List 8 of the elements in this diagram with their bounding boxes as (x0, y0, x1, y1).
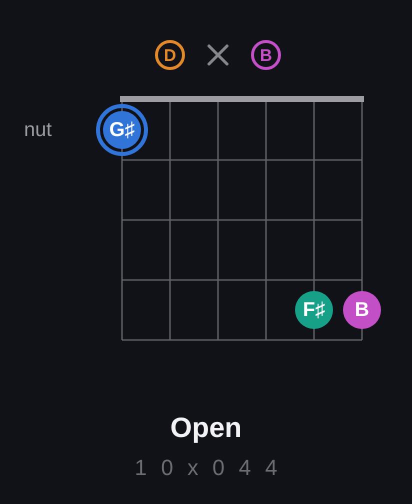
root-note-marker: G♯ (96, 104, 148, 156)
fret-numbers: 1 0 x 0 4 4 (134, 455, 282, 481)
open-string-marker: D (155, 40, 185, 70)
open-string-marker: B (251, 40, 281, 70)
nut-label: nut (24, 118, 52, 142)
note-marker: B (343, 291, 381, 329)
chord-title: Open (170, 411, 242, 445)
note-marker: F♯ (295, 291, 333, 329)
